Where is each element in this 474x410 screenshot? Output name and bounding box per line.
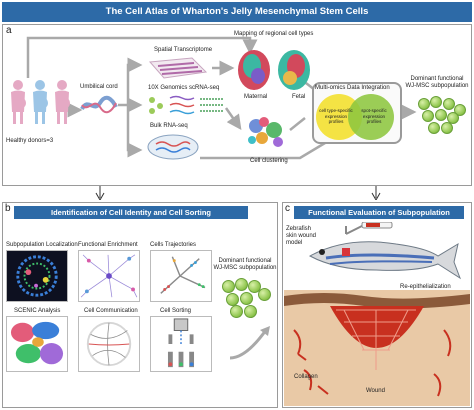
spot-profiles-label: spot-specific expression profiles [361,108,387,124]
subpop-localization-plot [6,250,68,302]
cell-type-profiles-label: cell type-specific expression profiles [319,108,353,124]
panel-b-title-banner: Identification of Cell Identity and Cell… [14,206,248,219]
panel-a [2,24,472,186]
cell-trajectory-plot [150,250,212,302]
sorting-label: Cell Sorting [160,308,192,314]
venn-spot [348,94,394,140]
bulk-rna-dish-icon [147,134,199,160]
dominant-cells-b [220,276,274,320]
trajectories-label: Cells Trajectories [150,242,197,248]
panel-b-to-c-arrow [229,326,270,360]
dominant-label-b-line2: WJ-MSC subpopulation [213,265,277,271]
mapping-tissue-maps [238,50,310,90]
panel-b-letter: b [5,203,11,214]
umbilical-cord-icon [80,95,118,114]
functional-label: Functional Enrichment [78,242,138,248]
scenic-tsne-plot [6,316,68,372]
fetal-label: Fetal [292,94,306,100]
reepi-label: Re-epithelialization [400,284,451,290]
page-title: The Cell Atlas of Wharton's Jelly Mesenc… [105,6,369,17]
communication-label: Cell Communication [84,308,138,314]
bulk-label: Bulk RNA-seq [150,123,188,129]
fetal-tissue-map [278,50,310,90]
donor-figure-2 [33,80,48,124]
cell-sorting-facs [150,316,212,372]
dominant-label-b-line1: Dominant functional [218,258,272,264]
panel-c [282,202,472,408]
panel-c-letter: c [285,203,290,214]
spatial-label: Spatial Transcriptome [154,47,213,53]
donors-label: Healthy donors=3 [6,138,54,144]
zebrafish-label-2: skin wound [286,233,317,239]
cell-clustering-umap [248,117,283,147]
panel-c-title: Functional Evaluation of Subpopulation [308,208,450,217]
scenic-label: SCENIC Analysis [14,308,61,314]
dominant-cells-a [416,94,468,136]
mapping-label: Mapping of regional cell types [234,31,314,37]
panel-b [2,202,278,408]
page-title-banner: The Cell Atlas of Wharton's Jelly Mesenc… [2,2,472,22]
donor-figure-3 [55,80,70,124]
clustering-label: Cell clustering [250,158,288,164]
wound-tissue-illustration [284,290,470,406]
integration-label: Multi-omics Data Integration [315,85,390,91]
zebrafish-label-1: Zebrafish [286,226,312,232]
scrna-seq-icon [149,95,224,115]
zebrafish-illustration [308,222,461,280]
healthy-donors-figures [11,80,70,124]
scrna-label: 10X Genomics scRNA-seq [148,85,220,91]
collagen-label: Collagen [294,374,318,380]
functional-enrichment-network [78,250,140,302]
maternal-tissue-map [238,50,270,90]
subpop-label: Subpopulation Localization [6,242,78,248]
maternal-label: Maternal [244,94,268,100]
panel-a-letter: a [6,25,12,36]
dominant-label-a-line1: Dominant functional [410,76,464,82]
panel-b-title: Identification of Cell Identity and Cell… [50,208,211,217]
umbilical-cord-label: Umbilical cord [80,84,118,90]
donor-figure-1 [11,80,26,124]
zebrafish-label-3: model [286,240,303,246]
panel-c-title-banner: Functional Evaluation of Subpopulation [294,206,464,219]
spatial-slide-icon [148,57,208,79]
cell-communication-chord [78,316,140,372]
wound-label: Wound [366,388,385,394]
dominant-label-a-line2: WJ-MSC subpopulation [405,83,469,89]
